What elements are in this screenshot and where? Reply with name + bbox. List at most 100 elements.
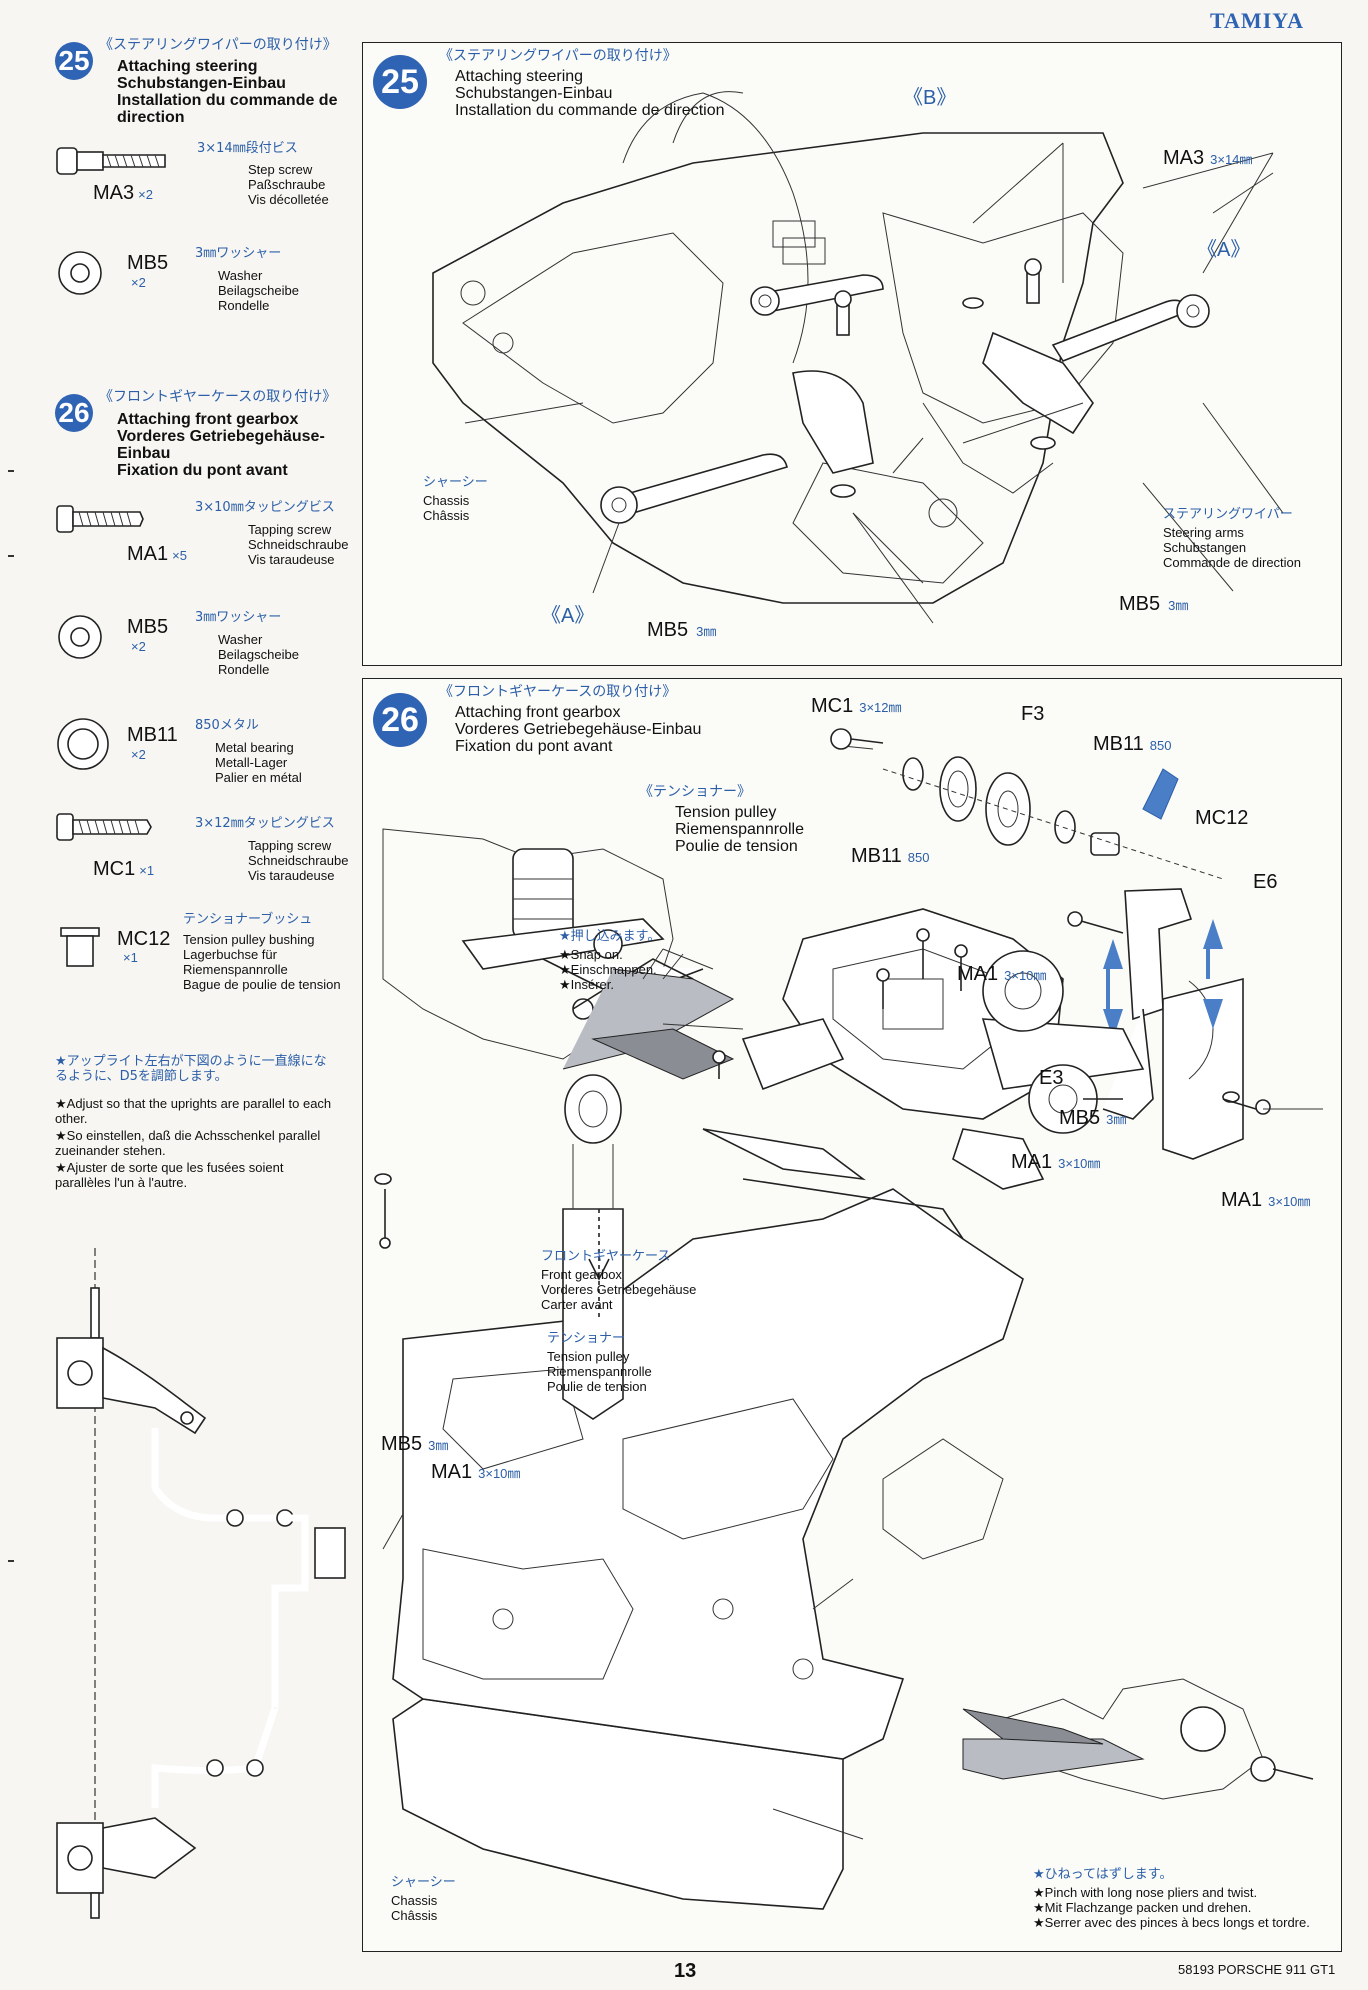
- part-ma3-en: Step screw: [248, 162, 313, 177]
- snap-note-en: ★Snap on.: [559, 947, 623, 962]
- part-mc12-en: Tension pulley bushing: [183, 932, 315, 947]
- snap-note-fr: ★Insérer.: [559, 977, 615, 992]
- part-mb5b-en: Washer: [218, 632, 263, 647]
- panel25-title-fr: Installation du commande de direction: [455, 102, 725, 119]
- callout-e6: E6: [1253, 871, 1278, 893]
- step-25-title-jp: 《ステアリングワイパーの取り付け》: [99, 37, 337, 53]
- upright-note-en: ★Adjust so that the uprights are paralle…: [55, 1096, 332, 1126]
- chassis-label-26-en: Chassis: [391, 1893, 438, 1908]
- steering-arms-label-de: Schubstangen: [1163, 540, 1247, 555]
- tensioner-heading-jp: 《テンショナー》: [639, 784, 751, 800]
- upright-note-fr: ★Ajuster de sorte que les fusées soient …: [55, 1160, 284, 1190]
- part-ma1-code: MA1×5: [127, 543, 187, 565]
- snap-note-de: ★Einschnappen.: [559, 962, 657, 977]
- panel25-title-en: Attaching steering: [455, 68, 584, 85]
- step-26-title-jp: 《フロントギヤーケースの取り付け》: [99, 389, 337, 405]
- part-ma3-de: Paßschraube: [248, 177, 326, 192]
- part-mb5-spec: 3㎜ワッシャー: [195, 246, 282, 261]
- step-26-title-de: Vorderes Getriebegehäuse-Einbau: [117, 428, 325, 462]
- callout-f3: F3: [1021, 703, 1045, 725]
- part-ma1-spec: 3×10㎜タッピングビス: [195, 500, 335, 515]
- part-mc12-de: Lagerbuchse für Riemenspannrolle: [183, 947, 288, 977]
- part-mc12-code: MC12: [117, 928, 171, 950]
- upright-alignment-illustration: [56, 1248, 346, 1919]
- part-mb5b-de: Beilagscheibe: [218, 647, 299, 662]
- part-mc1-en: Tapping screw: [248, 838, 332, 853]
- metal-bearing-icon: [57, 718, 109, 770]
- step-25-badge: 25: [55, 42, 93, 80]
- step-26-title-fr: Fixation du pont avant: [117, 462, 288, 479]
- part-mc12-qty: ×1: [123, 950, 138, 965]
- step-25-title-en: Attaching steering: [117, 58, 258, 75]
- panel26-title-jp: 《フロントギヤーケースの取り付け》: [439, 684, 677, 700]
- part-mc12-spec: テンショナーブッシュ: [183, 912, 313, 927]
- chassis-label-en: Chassis: [423, 493, 470, 508]
- front-gearbox-drawing: [374, 728, 1338, 1910]
- tapping-screw-icon: [56, 505, 144, 533]
- twist-note-de: ★Mit Flachzange packen und drehen.: [1033, 1900, 1252, 1915]
- steering-assembly-drawing: [432, 91, 1284, 624]
- gearbox-label-fr: Carter avant: [541, 1297, 613, 1312]
- part-mb11-de: Metall-Lager: [215, 755, 288, 770]
- washer-icon: [58, 251, 102, 295]
- step-25-panel-badge: 25: [373, 55, 427, 109]
- upright-note-de: ★So einstellen, daß die Achsschenkel par…: [55, 1128, 321, 1158]
- step-26-panel: 26 《フロントギヤーケースの取り付け》 Attaching front gea…: [362, 678, 1342, 1952]
- part-mb5b-spec: 3㎜ワッシャー: [195, 610, 282, 625]
- panel25-title-jp: 《ステアリングワイパーの取り付け》: [439, 48, 677, 64]
- part-mc1-de: Schneidschraube: [248, 853, 349, 868]
- tensioner-heading-en: Tension pulley: [675, 804, 777, 821]
- twist-note-fr: ★Serrer avec des pinces à becs longs et …: [1033, 1915, 1310, 1930]
- part-mc12-fr: Bague de poulie de tension: [183, 977, 341, 992]
- steering-arms-label-en: Steering arms: [1163, 525, 1244, 540]
- part-mb5-qty: ×2: [131, 275, 146, 290]
- chassis-label-jp: シャーシー: [423, 475, 488, 490]
- callout-a-left: 《A》: [541, 605, 595, 627]
- tensioner-heading-de: Riemenspannrolle: [675, 821, 804, 838]
- steering-arms-label-jp: ステアリングワイパー: [1163, 507, 1293, 522]
- step-screw-icon: [56, 147, 166, 175]
- step-26-title-en: Attaching front gearbox: [117, 411, 299, 428]
- part-mb5-en: Washer: [218, 268, 263, 283]
- part-mb5b-code: MB5: [127, 616, 169, 638]
- twist-note-jp: ★ひねってはずします。: [1033, 1867, 1173, 1882]
- step-25-title-fr: Installation du commande de direction: [117, 92, 338, 126]
- chassis-label-26-fr: Châssis: [391, 1908, 438, 1923]
- margin-mark: [8, 1560, 14, 1562]
- washer-icon: [58, 615, 102, 659]
- upright-note-jp: ★アップライト左右が下図のように一直線になるように、D5を調節します。: [55, 1054, 327, 1084]
- part-mb11-code: MB11: [127, 724, 178, 746]
- panel26-title-en: Attaching front gearbox: [455, 704, 621, 721]
- tensioner-label-fr: Poulie de tension: [547, 1379, 647, 1394]
- part-mb5b-qty: ×2: [131, 639, 146, 654]
- steering-arms-label-fr: Commande de direction: [1163, 555, 1302, 570]
- tensioner-label-de: Riemenspannrolle: [547, 1364, 652, 1379]
- part-mb11-qty: ×2: [131, 747, 146, 762]
- tensioner-label-en: Tension pulley: [547, 1349, 630, 1364]
- tensioner-heading-fr: Poulie de tension: [675, 838, 798, 855]
- panel26-title-fr: Fixation du pont avant: [455, 738, 613, 755]
- panel26-title-de: Vorderes Getriebegehäuse-Einbau: [455, 721, 702, 738]
- part-ma3-spec: 3×14㎜段付ビス: [197, 141, 298, 156]
- callout-mc12: MC12: [1195, 807, 1249, 829]
- part-mb5-fr: Rondelle: [218, 298, 270, 313]
- step-26-panel-badge: 26: [373, 693, 427, 747]
- callout-a-right: 《A》: [1197, 239, 1251, 261]
- footer-model: 58193 PORSCHE 911 GT1: [1178, 1962, 1336, 1977]
- part-mb11-fr: Palier en métal: [215, 770, 302, 785]
- snap-note-jp: ★押し込みます。: [559, 929, 661, 944]
- tensioner-label-jp: テンショナー: [547, 1331, 626, 1346]
- part-ma3-code: MA3×2: [93, 182, 153, 204]
- part-mb5-code: MB5: [127, 252, 169, 274]
- part-mb5-de: Beilagscheibe: [218, 283, 299, 298]
- part-mc1-spec: 3×12㎜タッピングビス: [195, 816, 335, 831]
- panel25-title-de: Schubstangen-Einbau: [455, 85, 613, 102]
- margin-mark: [8, 470, 14, 472]
- bushing-icon: [60, 927, 100, 967]
